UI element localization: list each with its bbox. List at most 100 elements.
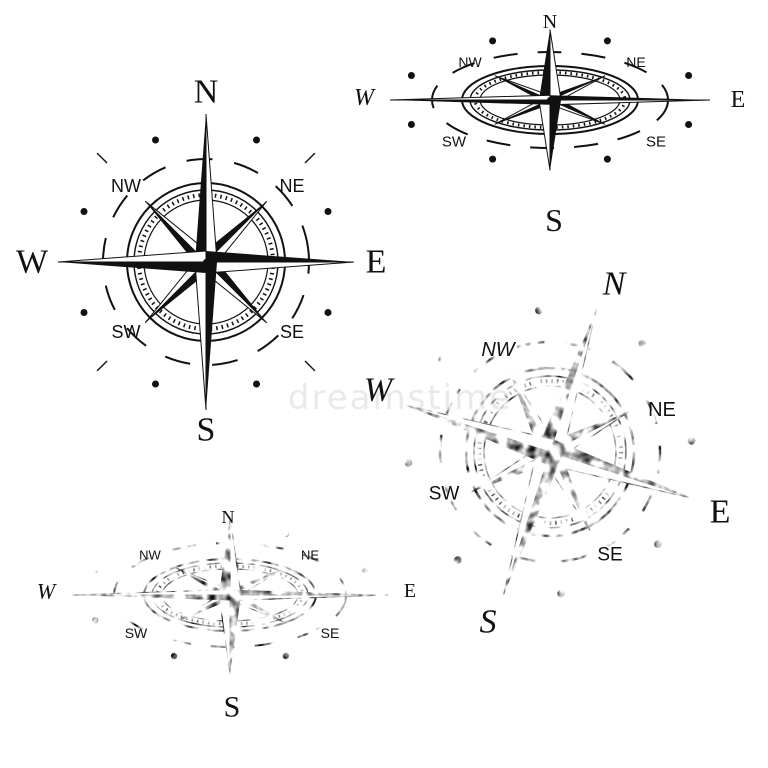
compass-dot: [361, 566, 369, 573]
label-n: N: [602, 266, 628, 303]
star-point-minor: [510, 373, 550, 457]
star-point-major-light: [229, 515, 242, 596]
label-se: SE: [646, 134, 666, 151]
label-w: W: [364, 372, 395, 409]
label-se: SE: [597, 545, 622, 566]
star-point-minor: [145, 262, 213, 323]
compass-rose-grunge-tilted: N S E W NW NE SW SE: [364, 266, 731, 641]
label-n: N: [543, 11, 557, 33]
compass-dot: [253, 380, 260, 388]
compass-dot: [324, 208, 332, 215]
star-point-major-light: [194, 261, 207, 411]
star-point-major: [537, 309, 597, 452]
label-nw: NW: [481, 339, 516, 361]
compass-dot: [535, 306, 543, 315]
compass-dot: [638, 340, 646, 348]
star-point-major: [390, 100, 550, 105]
star-point-major-light: [71, 588, 231, 596]
compass-dot: [282, 652, 290, 660]
compass-dot: [91, 617, 99, 624]
star-point-major-light: [57, 250, 207, 263]
compass-rose-clean-upright: N S E W NW NE SW SE: [16, 74, 386, 449]
compass-dot: [253, 136, 260, 144]
label-sw: SW: [125, 625, 148, 641]
compass-star-icon: [71, 515, 389, 675]
label-s: S: [545, 202, 563, 238]
star-point-major: [407, 405, 550, 465]
label-ne: NE: [648, 399, 676, 421]
label-sw: SW: [112, 322, 141, 342]
star-point-major: [503, 452, 563, 595]
star-center: [227, 592, 233, 598]
compass-dot: [80, 208, 88, 215]
compass-dot: [170, 530, 178, 538]
compass-dots-icon: [407, 37, 693, 163]
star-point-major: [206, 251, 354, 262]
star-point-minor: [545, 412, 629, 452]
label-w: W: [37, 579, 57, 604]
compass-dot: [407, 72, 415, 79]
compass-dot: [404, 459, 413, 467]
star-point-major-light: [205, 261, 355, 274]
compass-dots-icon: [80, 136, 332, 388]
compass-ticks-icon: [96, 152, 316, 372]
star-point-major: [72, 595, 230, 601]
label-e: E: [366, 244, 387, 281]
label-e: E: [404, 580, 416, 602]
compass-tick: [304, 360, 316, 372]
compass-dot: [685, 72, 693, 79]
star-point-major-light: [218, 594, 231, 675]
label-e: E: [731, 87, 746, 113]
watermark-text: dreamstime: [288, 378, 512, 418]
star-point-minor: [206, 255, 267, 323]
star-point-major-light: [549, 29, 562, 101]
star-point-major: [550, 439, 693, 499]
label-sw: SW: [429, 484, 460, 505]
compass-dot: [91, 566, 99, 573]
compass-dot: [170, 652, 178, 660]
star-point-major: [219, 516, 230, 595]
label-w: W: [16, 244, 49, 281]
compass-star-icon: [389, 29, 711, 171]
star-point-major-light: [407, 405, 555, 453]
compass-dot: [454, 556, 462, 564]
star-center: [547, 449, 553, 455]
compass-dot: [324, 309, 332, 316]
label-s: S: [480, 604, 497, 641]
compass-dot: [603, 155, 611, 163]
star-point-major: [58, 262, 206, 273]
star-point-major: [539, 29, 550, 100]
compass-dot: [438, 356, 446, 364]
compass-dot: [361, 617, 369, 624]
compass-tick: [96, 152, 108, 164]
compass-dot: [685, 121, 693, 128]
compass-dot: [687, 437, 696, 445]
star-point-major-light: [229, 594, 389, 602]
label-ne: NE: [626, 54, 645, 70]
star-center: [547, 97, 553, 103]
compass-dot: [654, 540, 662, 548]
compass-star-icon: [57, 113, 355, 411]
star-point-minor: [199, 201, 267, 262]
label-se: SE: [321, 625, 340, 641]
star-point-major: [230, 589, 388, 595]
star-point-minor: [550, 447, 590, 531]
compass-dots-icon: [404, 306, 696, 598]
label-se: SE: [280, 322, 304, 342]
label-e: E: [710, 494, 731, 531]
compass-dot: [152, 380, 159, 388]
label-n: N: [222, 507, 235, 527]
label-w: W: [354, 85, 376, 111]
compass-star-icon: [407, 309, 693, 595]
compass-rose-grunge-perspective: N S E W NW NE SW SE: [37, 507, 416, 724]
star-point-minor: [471, 452, 555, 492]
label-s: S: [224, 691, 241, 724]
compass-dot: [80, 309, 88, 316]
label-nw: NW: [139, 548, 161, 563]
compass-dot: [489, 37, 497, 45]
star-point-major: [206, 262, 217, 410]
compass-dot: [557, 589, 565, 598]
compass-tick: [96, 360, 108, 372]
label-sw: SW: [442, 134, 467, 151]
